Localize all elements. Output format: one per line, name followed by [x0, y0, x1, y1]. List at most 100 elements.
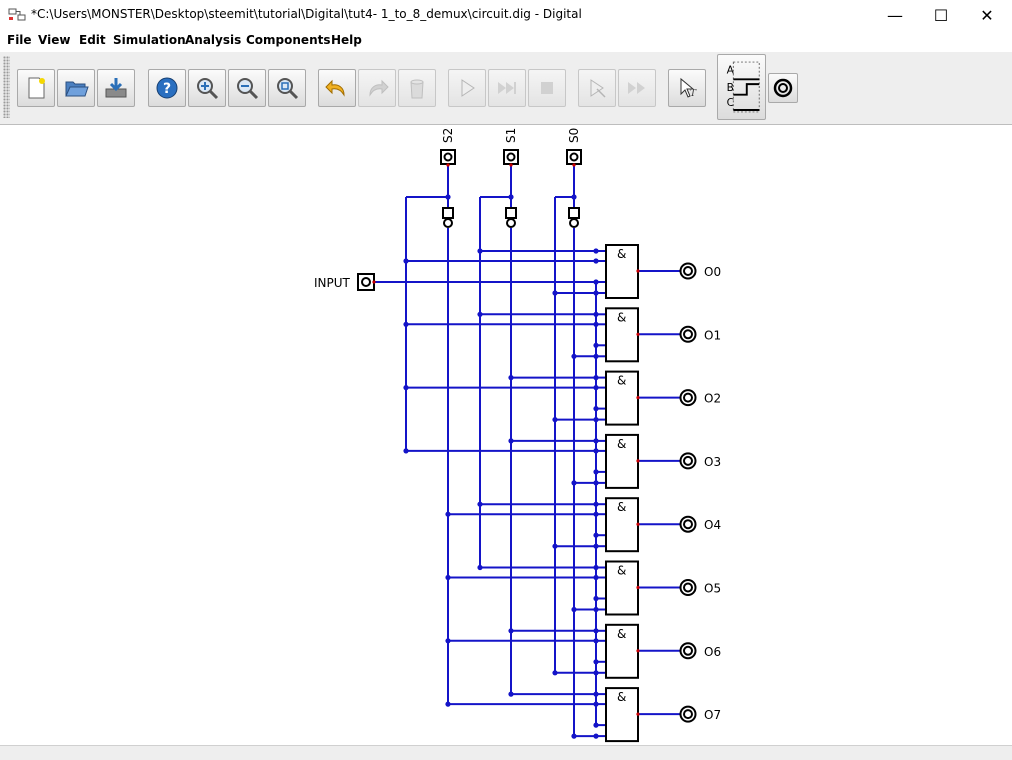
and-gate-symbol: &	[617, 247, 626, 261]
timing-label-a: A	[727, 65, 735, 77]
redo-icon	[369, 79, 389, 97]
redo-button[interactable]	[358, 69, 396, 107]
svg-text:T: T	[690, 89, 697, 99]
and-gate-symbol: &	[617, 564, 626, 578]
and-gate	[605, 623, 639, 679]
data-input-pin-inner	[361, 277, 371, 287]
status-bar	[0, 745, 1012, 760]
output-pin-inner	[683, 645, 693, 656]
and-gate	[605, 433, 639, 489]
menu-edit[interactable]: Edit	[79, 33, 106, 47]
output-label: O6	[704, 645, 721, 659]
double-arrow-icon	[628, 82, 645, 94]
wire-junction	[593, 469, 599, 475]
menu-view[interactable]: View	[38, 33, 71, 47]
open-folder-icon	[65, 81, 89, 97]
and-gate-symbol: &	[617, 437, 626, 451]
menu-bar: File View Edit Simulation Analysis Compo…	[0, 30, 1012, 52]
select-input-pin-inner	[569, 152, 579, 162]
output-pin	[679, 515, 697, 533]
close-button[interactable]: ✕	[980, 5, 994, 25]
output-pin	[679, 642, 697, 660]
window-title: *C:\Users\MONSTER\Desktop\steemit\tutori…	[31, 7, 582, 21]
analyze-button[interactable]: T	[668, 69, 706, 107]
open-file-button[interactable]	[57, 69, 95, 107]
probe-button[interactable]	[768, 73, 798, 103]
menu-components[interactable]: Components	[246, 33, 331, 47]
toolbar-grip[interactable]	[3, 56, 10, 118]
wire-junction	[593, 532, 599, 538]
output-pin-inner	[683, 392, 693, 403]
output-pin	[679, 452, 697, 470]
output-pin	[679, 389, 697, 407]
output-label: O1	[704, 328, 721, 342]
probe-icon	[773, 78, 793, 98]
timing-diagram-button[interactable]: A B C	[717, 54, 766, 120]
pin-connection-dot	[572, 163, 576, 167]
play-icon	[461, 79, 475, 97]
menu-simulation[interactable]: Simulation	[113, 33, 186, 47]
title-bar: *C:\Users\MONSTER\Desktop\steemit\tutori…	[0, 0, 1012, 30]
data-input-label: INPUT	[314, 276, 351, 290]
wire-junction	[593, 722, 599, 728]
micro-step-button[interactable]	[578, 69, 616, 107]
not-gate-body	[568, 207, 580, 219]
pin-connection-dot	[636, 459, 640, 463]
wire-junction	[571, 194, 577, 200]
output-pin	[679, 705, 697, 723]
menu-file[interactable]: File	[7, 33, 32, 47]
pin-connection-dot	[636, 396, 640, 400]
wire-junction	[593, 659, 599, 665]
menu-help[interactable]: Help	[331, 33, 362, 47]
stop-icon	[541, 82, 553, 94]
and-gate	[605, 687, 639, 743]
and-gate-symbol: &	[617, 627, 626, 641]
pin-connection-dot	[636, 649, 640, 653]
help-button[interactable]: ?	[148, 69, 186, 107]
undo-button[interactable]	[318, 69, 356, 107]
not-gate-body	[442, 207, 454, 219]
data-input-pin	[357, 273, 375, 291]
output-label: O7	[704, 708, 721, 722]
output-label: O2	[704, 392, 721, 406]
wire-junction	[593, 279, 599, 285]
not-gate-bubble	[506, 218, 516, 228]
start-simulation-button[interactable]	[448, 69, 486, 107]
output-label: O0	[704, 265, 721, 279]
menu-analysis[interactable]: Analysis	[185, 33, 242, 47]
output-pin-inner	[683, 329, 693, 340]
timing-label-b: B	[727, 82, 734, 94]
run-to-break-button[interactable]	[488, 69, 526, 107]
maximize-button[interactable]: ☐	[933, 5, 949, 25]
zoom-fit-button[interactable]	[268, 69, 306, 107]
select-input-label: S2	[441, 128, 455, 143]
zoom-in-button[interactable]	[188, 69, 226, 107]
app-logo-icon	[8, 8, 26, 21]
select-input-pin-inner	[506, 152, 516, 162]
and-gate-symbol: &	[617, 310, 626, 324]
output-pin-inner	[683, 709, 693, 720]
help-icon: ?	[156, 77, 178, 99]
timing-label-c: C	[727, 97, 734, 109]
not-gate-body	[505, 207, 517, 219]
stop-simulation-button[interactable]	[528, 69, 566, 107]
delete-button[interactable]	[398, 69, 436, 107]
select-input-label: S0	[567, 128, 581, 143]
wire-junction	[593, 595, 599, 602]
zoom-out-button[interactable]	[228, 69, 266, 107]
step-icon	[590, 79, 606, 98]
and-gate-symbol: &	[617, 690, 626, 704]
save-file-button[interactable]	[97, 69, 135, 107]
delete-icon	[410, 79, 424, 99]
fast-run-button[interactable]	[618, 69, 656, 107]
minimize-button[interactable]: —	[887, 5, 903, 25]
select-input-pin	[440, 149, 456, 165]
new-file-button[interactable]	[17, 69, 55, 107]
pin-connection-dot	[636, 522, 640, 526]
and-gate	[605, 497, 639, 553]
output-pin	[679, 325, 697, 343]
wire-junction	[445, 194, 451, 200]
fast-forward-icon	[498, 82, 516, 94]
